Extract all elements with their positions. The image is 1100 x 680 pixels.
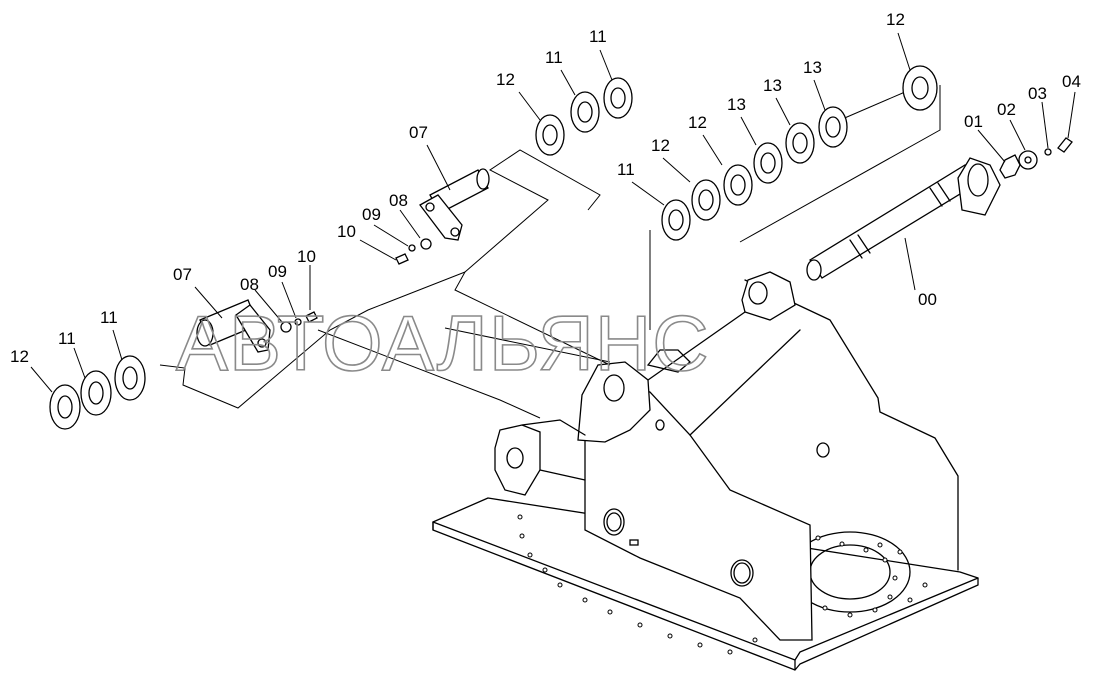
callout-03: 03 [1028, 84, 1047, 103]
callout-09: 09 [268, 262, 287, 281]
main-shaft [806, 157, 1001, 281]
boom-side-plate [494, 271, 959, 641]
callout-12: 12 [651, 136, 670, 155]
washer-stack-left [49, 355, 146, 430]
callout-08: 08 [240, 275, 259, 294]
callout-labels: 12 11 11 12 13 13 13 12 12 11 07 08 09 1… [10, 10, 1081, 366]
callout-10: 10 [297, 247, 316, 266]
fastener-set-right [999, 137, 1073, 179]
callout-00: 00 [918, 290, 937, 309]
leader-lines [30, 32, 1076, 393]
callout-11: 11 [545, 48, 563, 67]
callout-11: 11 [617, 160, 635, 179]
washer-stack-right [661, 65, 938, 241]
callout-12: 12 [496, 70, 515, 89]
base-plate [432, 497, 979, 671]
callout-13: 13 [727, 95, 746, 114]
washer-stack-top [535, 77, 633, 156]
plate-bolt-holes [517, 514, 928, 655]
assembly-guide-lines [159, 85, 941, 419]
callout-13: 13 [763, 76, 782, 95]
callout-09: 09 [362, 205, 381, 224]
callout-07: 07 [173, 265, 192, 284]
callout-04: 04 [1062, 72, 1081, 91]
callout-12: 12 [886, 10, 905, 29]
callout-11: 11 [589, 27, 607, 46]
watermark-text: АВТОАЛЬЯНС [176, 299, 710, 387]
callout-10: 10 [337, 222, 356, 241]
callout-08: 08 [389, 191, 408, 210]
pin-assembly-left [196, 299, 318, 353]
pin-assembly-top [395, 168, 490, 265]
callout-13: 13 [803, 58, 822, 77]
callout-12: 12 [10, 347, 29, 366]
callout-07: 07 [409, 123, 428, 142]
callout-11: 11 [100, 308, 118, 327]
callout-12: 12 [688, 113, 707, 132]
callout-02: 02 [997, 100, 1016, 119]
callout-01: 01 [964, 112, 983, 131]
callout-11: 11 [58, 329, 76, 348]
